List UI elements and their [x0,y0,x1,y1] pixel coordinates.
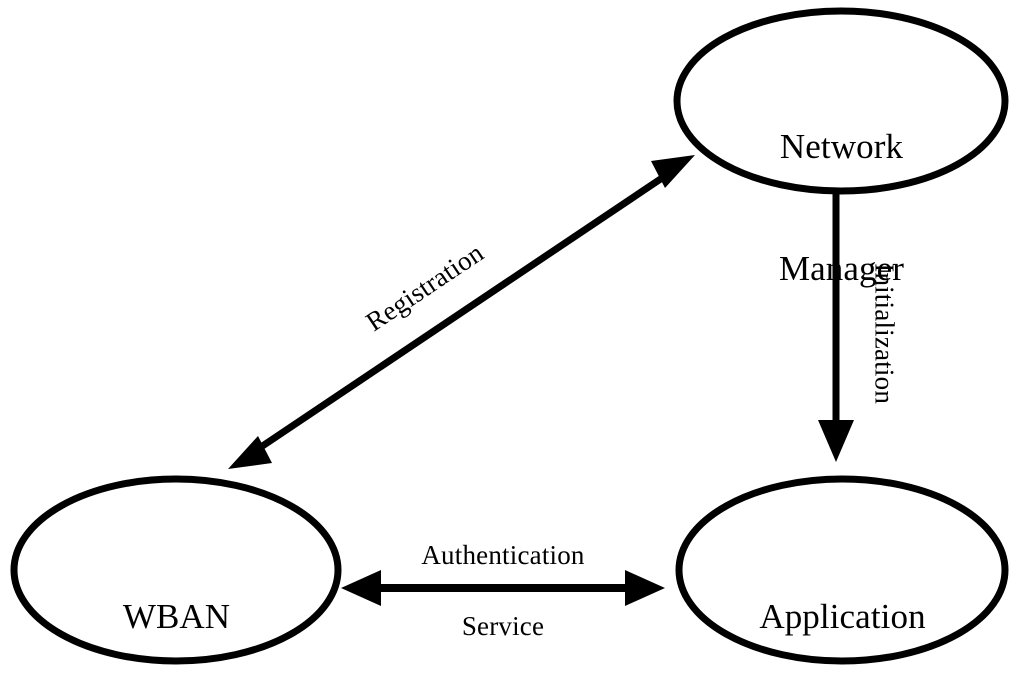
registration-shaft [253,169,673,454]
edge-initialization[interactable] [818,194,854,462]
registration-arrowhead-end [651,155,695,188]
node-application-server[interactable] [675,475,1009,665]
initialization-arrowhead-end [818,420,854,462]
node-network-manager[interactable] [673,7,1009,195]
authentication-arrowhead-end [625,570,665,606]
authentication-arrowhead-start [341,570,381,606]
node-wban-user[interactable] [10,475,342,665]
edge-registration[interactable] [228,155,695,469]
edge-authentication-service[interactable] [341,570,665,606]
registration-arrowhead-start [228,436,272,469]
